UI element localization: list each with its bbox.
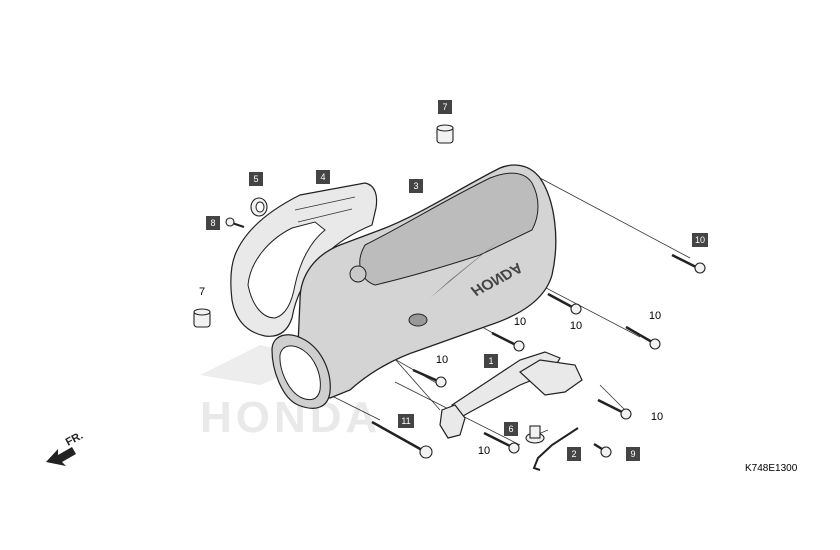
callout-9: 9 [626, 447, 640, 461]
callout-10-g: 10 [478, 445, 490, 457]
bolts [371, 253, 706, 459]
callout-10-boxed: 10 [692, 233, 708, 247]
collar-top [436, 124, 454, 144]
cover-boss [349, 265, 367, 283]
callout-10-e: 10 [436, 354, 448, 366]
grommet [525, 425, 545, 444]
bolt-10f [597, 398, 632, 420]
callout-3: 3 [409, 179, 423, 193]
svg-text:5: 5 [253, 174, 258, 184]
cover-inspection-hole [408, 313, 428, 327]
svg-text:4: 4 [320, 172, 325, 182]
bracket-arm [519, 359, 583, 396]
callout-2: 2 [567, 447, 581, 461]
svg-text:6: 6 [508, 424, 513, 434]
bolt-10b [547, 292, 582, 315]
front-arrow-icon [46, 447, 76, 466]
callout-4: 4 [316, 170, 330, 184]
callout-7-top: 7 [438, 100, 452, 114]
reference-code: K748E1300 [745, 463, 798, 474]
callout-10-c: 10 [649, 310, 661, 322]
callout-10-d: 10 [514, 316, 526, 328]
seal [250, 197, 268, 217]
callout-6: 6 [504, 422, 518, 436]
callout-10-b: 10 [570, 320, 582, 332]
cover-swoosh [430, 240, 500, 298]
bolt-10e [412, 368, 447, 388]
svg-text:3: 3 [413, 181, 418, 191]
callout-11: 11 [398, 414, 414, 428]
bracket-hook [439, 404, 466, 439]
callout-1: 1 [484, 354, 498, 368]
svg-text:9: 9 [630, 449, 635, 459]
callout-8: 8 [206, 216, 220, 230]
cover-air-duct-inner [279, 345, 321, 401]
front-direction-arrow: FR. [46, 430, 85, 466]
svg-text:8: 8 [210, 218, 215, 228]
screw-8 [225, 217, 245, 228]
svg-text:11: 11 [401, 416, 410, 426]
svg-text:2: 2 [571, 449, 576, 459]
bolt-10a [671, 253, 706, 274]
cover-top-face [359, 172, 539, 286]
collar-left [193, 308, 211, 328]
callout-10-f: 10 [651, 411, 663, 423]
svg-text:10: 10 [695, 235, 705, 245]
bolt-10g [483, 431, 520, 454]
bolt-11 [371, 420, 433, 459]
bolt-10d [491, 331, 525, 352]
callout-7-left: 7 [199, 286, 205, 298]
front-label: FR. [64, 430, 85, 449]
bolt-10c [625, 325, 661, 350]
svg-text:7: 7 [442, 102, 447, 112]
svg-text:1: 1 [488, 356, 493, 366]
callout-5: 5 [249, 172, 263, 186]
bolt-9 [593, 442, 612, 458]
gasket-inner [247, 221, 326, 319]
honda-watermark-text: HONDA [200, 393, 381, 442]
clip [532, 427, 579, 471]
